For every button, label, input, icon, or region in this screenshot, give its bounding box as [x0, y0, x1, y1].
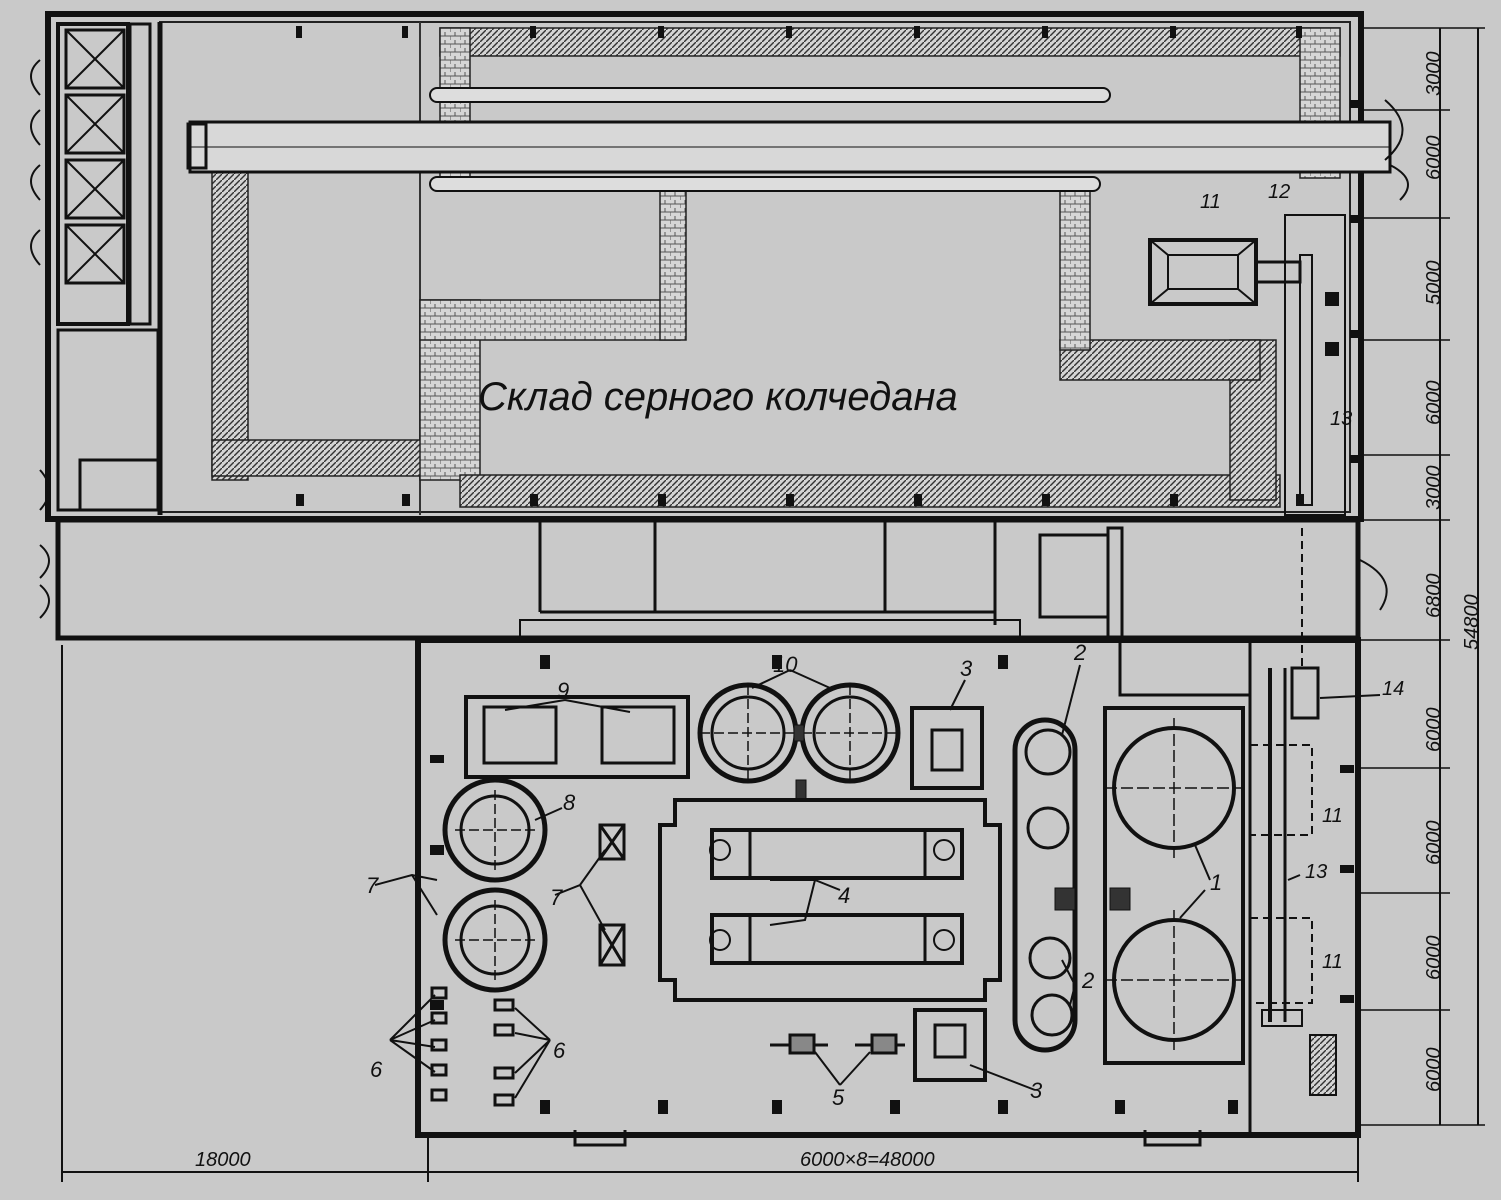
dim-6000-d: 6000 [1423, 821, 1445, 866]
label-3-bottom: 3 [1030, 1078, 1043, 1103]
bottom-dimension-chain: 18000 6000×8=48000 [61, 645, 1359, 1182]
item-5-pumps [770, 1033, 905, 1055]
item-11-top [1148, 238, 1258, 306]
dim-48000: 6000×8=48000 [800, 1149, 935, 1171]
label-13-bottom: 13 [1305, 861, 1327, 883]
label-5: 5 [832, 1085, 845, 1110]
leader-lines [374, 664, 1381, 1099]
item-3-bottom [913, 1008, 987, 1082]
label-8: 8 [563, 790, 576, 815]
dim-6000-c: 6000 [1423, 708, 1445, 753]
dim-6000-f: 6000 [1423, 1048, 1445, 1093]
production-hall [415, 528, 1361, 1147]
right-dimension-chain: 3000 6000 5000 6000 3000 6800 6000 6000 … [1360, 27, 1485, 1126]
item-10-twin-vessels [697, 682, 901, 801]
pyrite-warehouse: Склад серного колчедана [30, 11, 1409, 522]
right-crane-track [1249, 528, 1320, 1027]
label-2-bottom: 2 [1081, 968, 1094, 993]
label-13-top: 13 [1330, 408, 1352, 430]
label-11-top: 11 [1200, 191, 1221, 213]
item-1-tanks [1103, 706, 1245, 1065]
dim-6800: 6800 [1423, 574, 1445, 619]
item-4-furnaces [658, 798, 1002, 1002]
dim-3000-a: 3000 [1423, 52, 1445, 97]
dim-6000-b: 6000 [1423, 381, 1445, 426]
dim-6000-e: 6000 [1423, 936, 1445, 981]
item-6-units [430, 986, 515, 1107]
item-9-tanks [464, 695, 690, 779]
warehouse-title: Склад серного колчедана [478, 375, 958, 419]
label-9: 9 [557, 678, 569, 703]
equipment-labels: 9 10 3 2 8 7 7 4 1 2 3 5 6 6 11 12 13 14… [366, 181, 1404, 1110]
label-7-right: 7 [550, 885, 563, 910]
warehouse-columns [296, 26, 1360, 506]
dim-5000: 5000 [1423, 261, 1445, 306]
label-1: 1 [1210, 870, 1222, 895]
label-11-bottom: 11 [1322, 951, 1343, 973]
gallery [39, 517, 1388, 641]
dim-54800: 54800 [1461, 594, 1483, 650]
crane-rails [186, 87, 1409, 201]
label-3-top: 3 [960, 656, 973, 681]
left-unloading-bunkers [30, 22, 152, 326]
label-6-right: 6 [553, 1038, 566, 1063]
label-4: 4 [838, 883, 850, 908]
dim-6000-a: 6000 [1423, 136, 1445, 181]
label-10: 10 [773, 652, 798, 677]
label-12: 12 [1268, 181, 1290, 203]
item-7-boxes [598, 823, 626, 967]
dim-3000-b: 3000 [1423, 466, 1445, 511]
label-6-left: 6 [370, 1057, 383, 1082]
item-2-conveyor [1012, 717, 1131, 1053]
label-14: 14 [1382, 678, 1404, 700]
label-2-top: 2 [1073, 640, 1086, 665]
label-11-mid: 11 [1322, 805, 1343, 827]
item-8-vessels [442, 777, 548, 993]
item-3-top [910, 706, 984, 790]
dim-18000: 18000 [195, 1149, 251, 1171]
label-7-left: 7 [366, 873, 379, 898]
